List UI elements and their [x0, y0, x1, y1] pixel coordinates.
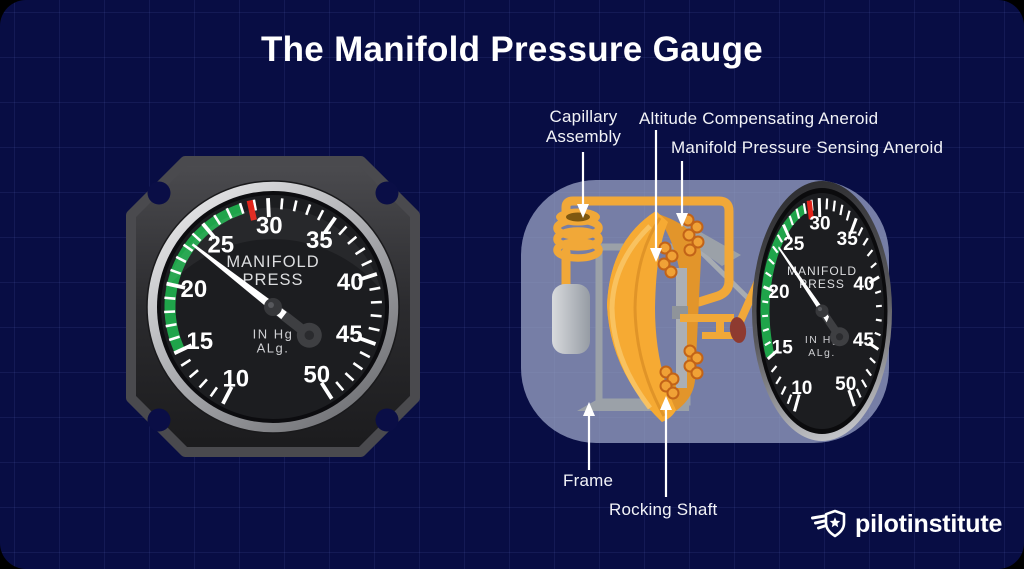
svg-text:40: 40: [853, 274, 874, 295]
svg-text:ALg.: ALg.: [808, 347, 836, 359]
svg-text:MANIFOLD: MANIFOLD: [226, 253, 319, 271]
label-altitude-text: Altitude Compensating Aneroid: [639, 109, 879, 128]
mounting-hole: [147, 408, 171, 432]
mounting-hole: [375, 181, 399, 205]
svg-text:30: 30: [256, 213, 283, 240]
svg-text:10: 10: [791, 378, 812, 399]
label-capillary-assembly: Capillary Assembly: [536, 107, 631, 147]
bead-cluster-lower: [683, 344, 704, 380]
arrowhead-rocking-shaft: [660, 396, 672, 410]
svg-text:30: 30: [809, 213, 830, 234]
mounting-hole: [147, 181, 171, 205]
label-frame: Frame: [563, 471, 613, 491]
svg-text:10: 10: [222, 365, 249, 392]
label-frame-text: Frame: [563, 471, 614, 490]
linkage-bar: [702, 332, 734, 339]
svg-text:ALg.: ALg.: [257, 341, 290, 356]
linkage-stem: [716, 322, 724, 334]
label-altitude-compensating-aneroid: Altitude Compensating Aneroid: [639, 109, 878, 129]
svg-text:PRESS: PRESS: [799, 277, 845, 291]
brand-logo-text: pilotinstitute: [855, 509, 1003, 538]
svg-text:20: 20: [768, 282, 789, 303]
label-rocking-shaft: Rocking Shaft: [609, 500, 717, 520]
svg-text:40: 40: [337, 269, 364, 296]
svg-text:15: 15: [772, 338, 794, 359]
arrowhead-sensing-aneroid: [676, 213, 688, 227]
bead-cluster-bottom: [659, 365, 680, 400]
linkage-rod: [680, 314, 734, 322]
aneroid-inner-shade: [633, 217, 666, 417]
svg-text:IN Hg: IN Hg: [253, 327, 294, 342]
svg-text:25: 25: [207, 232, 234, 259]
glass-glare: [165, 207, 381, 290]
pilot-institute-icon: [811, 509, 846, 538]
svg-text:IN Hg: IN Hg: [805, 334, 839, 346]
svg-text:MANIFOLD: MANIFOLD: [787, 264, 857, 278]
annotation-arrows: [577, 130, 688, 497]
svg-text:25: 25: [783, 234, 805, 255]
capillary-coil: [553, 208, 603, 262]
label-sensing-text: Manifold Pressure Sensing Aneroid: [671, 138, 944, 157]
svg-text:20: 20: [181, 276, 208, 303]
brand-logo: pilotinstitute: [810, 508, 1002, 540]
svg-text:15: 15: [186, 328, 213, 355]
svg-text:50: 50: [303, 362, 330, 389]
label-capillary-assembly-text: Capillary Assembly: [545, 107, 622, 147]
aneroid-highlight: [609, 224, 652, 410]
bead-cluster-upper: [657, 241, 679, 279]
rocking-shaft-plate: [676, 268, 687, 388]
bead-cluster-top: [681, 213, 705, 257]
page-title: The Manifold Pressure Gauge: [260, 30, 764, 69]
label-manifold-pressure-sensing-aneroid: Manifold Pressure Sensing Aneroid: [671, 138, 943, 158]
linkage-pivot: [729, 317, 747, 343]
svg-text:35: 35: [837, 229, 859, 250]
arrowhead-frame: [583, 402, 595, 416]
label-rocking-shaft-text: Rocking Shaft: [609, 500, 718, 519]
capillary-bulb: [552, 284, 590, 354]
svg-text:45: 45: [336, 321, 363, 348]
mounting-hole: [375, 408, 399, 432]
svg-text:35: 35: [306, 227, 333, 254]
internal-mechanism: [552, 196, 768, 422]
svg-text:PRESS: PRESS: [243, 271, 304, 289]
arrowhead-capillary: [577, 204, 589, 218]
svg-text:45: 45: [853, 330, 875, 351]
arrowhead-altitude-aneroid: [650, 248, 662, 262]
svg-text:50: 50: [835, 374, 856, 395]
